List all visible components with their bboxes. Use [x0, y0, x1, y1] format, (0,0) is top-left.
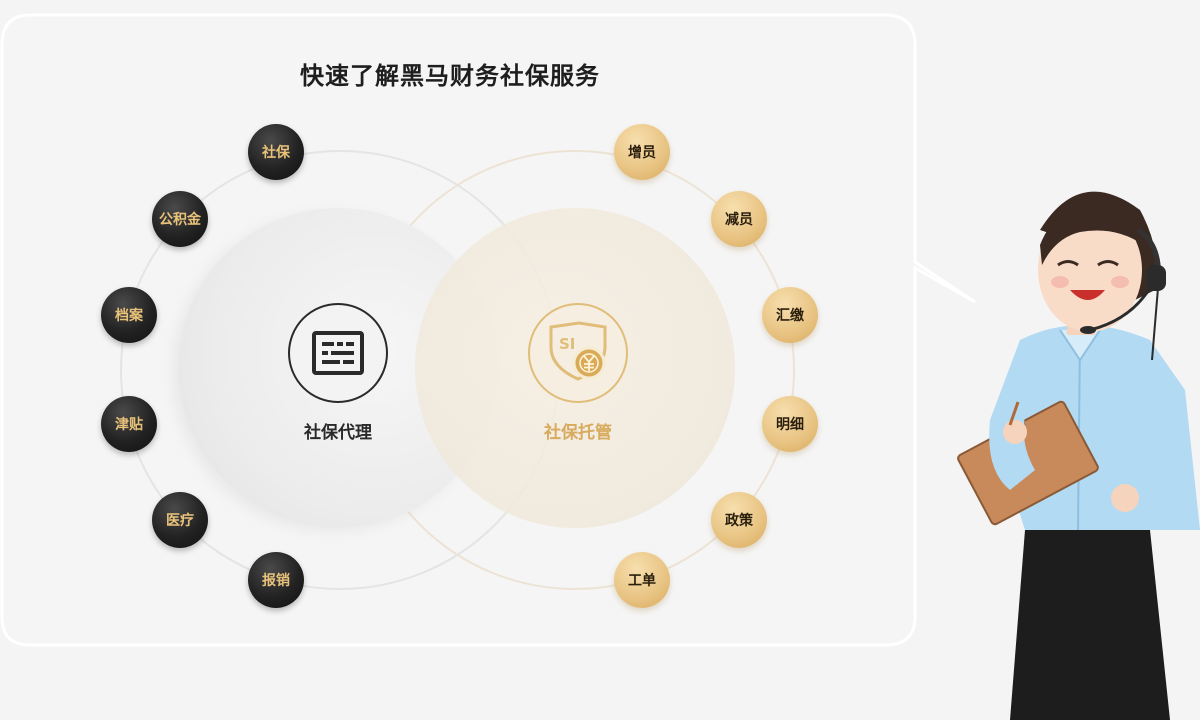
right-item-add-staff[interactable]: 增员 [614, 124, 670, 180]
right-item-remittance[interactable]: 汇缴 [762, 287, 818, 343]
right-item-ticket[interactable]: 工单 [614, 552, 670, 608]
shield-yuan-icon[interactable]: SI [528, 303, 628, 403]
right-item-reduce-staff[interactable]: 减员 [711, 191, 767, 247]
left-item-medical[interactable]: 医疗 [152, 492, 208, 548]
left-item-archive[interactable]: 档案 [101, 287, 157, 343]
shield-si-text: SI [559, 335, 575, 353]
page-title: 快速了解黑马财务社保服务 [300, 62, 600, 90]
right-item-details[interactable]: 明细 [762, 396, 818, 452]
left-item-allowance[interactable]: 津贴 [101, 396, 157, 452]
service-agent-label: 社保代理 [304, 423, 372, 443]
left-item-reimbursement[interactable]: 报销 [248, 552, 304, 608]
service-custody-label: 社保托管 [544, 423, 612, 443]
right-item-policy[interactable]: 政策 [711, 492, 767, 548]
document-lines-icon[interactable] [288, 303, 388, 403]
left-item-housing-fund[interactable]: 公积金 [152, 191, 208, 247]
customer-service-agent-illustration [957, 191, 1200, 720]
left-item-social-insurance[interactable]: 社保 [248, 124, 304, 180]
